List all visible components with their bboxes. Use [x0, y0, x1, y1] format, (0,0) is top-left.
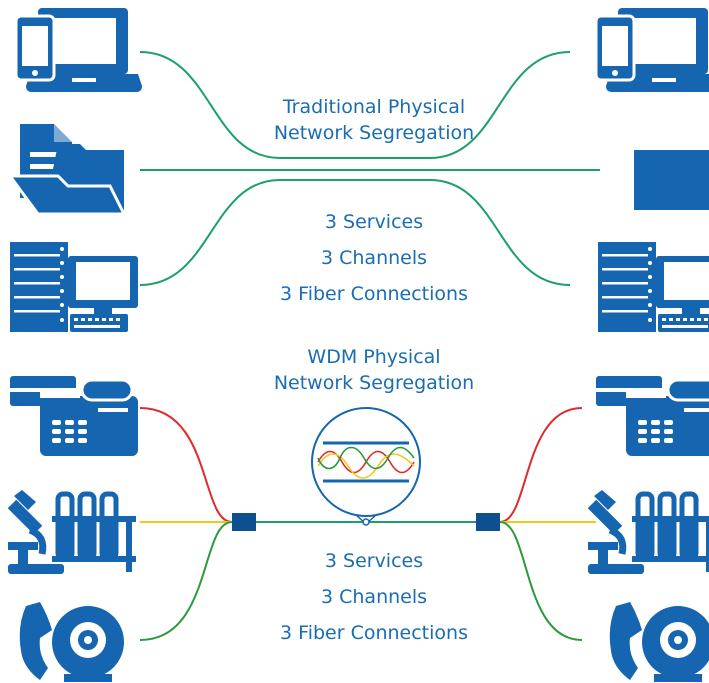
folder-block-icon-right	[634, 150, 709, 210]
wdm-title: WDM Physical Network Segregation	[224, 344, 524, 396]
fiber-green-right	[499, 521, 583, 641]
laptop-phone-icon-left	[14, 6, 144, 94]
fiber-bottom-left	[139, 179, 571, 286]
traditional-stats: 3 Services 3 Channels 3 Fiber Connection…	[224, 204, 524, 312]
wdm-stats: 3 Services 3 Channels 3 Fiber Connection…	[224, 543, 524, 651]
traditional-channels: 3 Channels	[320, 247, 428, 269]
fiber-top-left	[139, 51, 571, 159]
server-desktop-icon-left	[10, 242, 138, 332]
traditional-title-line2: Network Segregation	[273, 122, 475, 144]
traditional-title: Traditional Physical Network Segregation	[224, 94, 524, 146]
lab-microscope-icon-left	[8, 490, 136, 574]
wdm-channels: 3 Channels	[320, 586, 428, 608]
fax-machine-icon-right	[594, 374, 709, 458]
wdm-fibers: 3 Fiber Connections	[280, 622, 468, 644]
lab-microscope-icon-right	[588, 490, 709, 574]
fax-machine-icon-left	[8, 374, 140, 458]
traditional-fibers: 3 Fiber Connections	[280, 283, 468, 305]
wdm-title-line1: WDM Physical	[307, 346, 441, 368]
server-desktop-icon-right	[598, 242, 709, 332]
traditional-services: 3 Services	[324, 211, 424, 233]
wavelength-magnifier	[311, 407, 421, 526]
fiber-red-left	[139, 407, 233, 523]
mux-left	[232, 513, 256, 531]
fiber-green-left	[139, 521, 233, 641]
wdm-services: 3 Services	[324, 550, 424, 572]
fiber-red-right	[499, 407, 583, 523]
video-phone-icon-left	[19, 602, 124, 682]
video-phone-icon-right	[609, 602, 709, 682]
wdm-title-line2: Network Segregation	[273, 372, 475, 394]
mux-right	[476, 513, 500, 531]
traditional-title-line1: Traditional Physical	[282, 96, 466, 118]
file-folder-icon-left	[8, 122, 126, 216]
laptop-phone-icon-right	[594, 6, 709, 94]
